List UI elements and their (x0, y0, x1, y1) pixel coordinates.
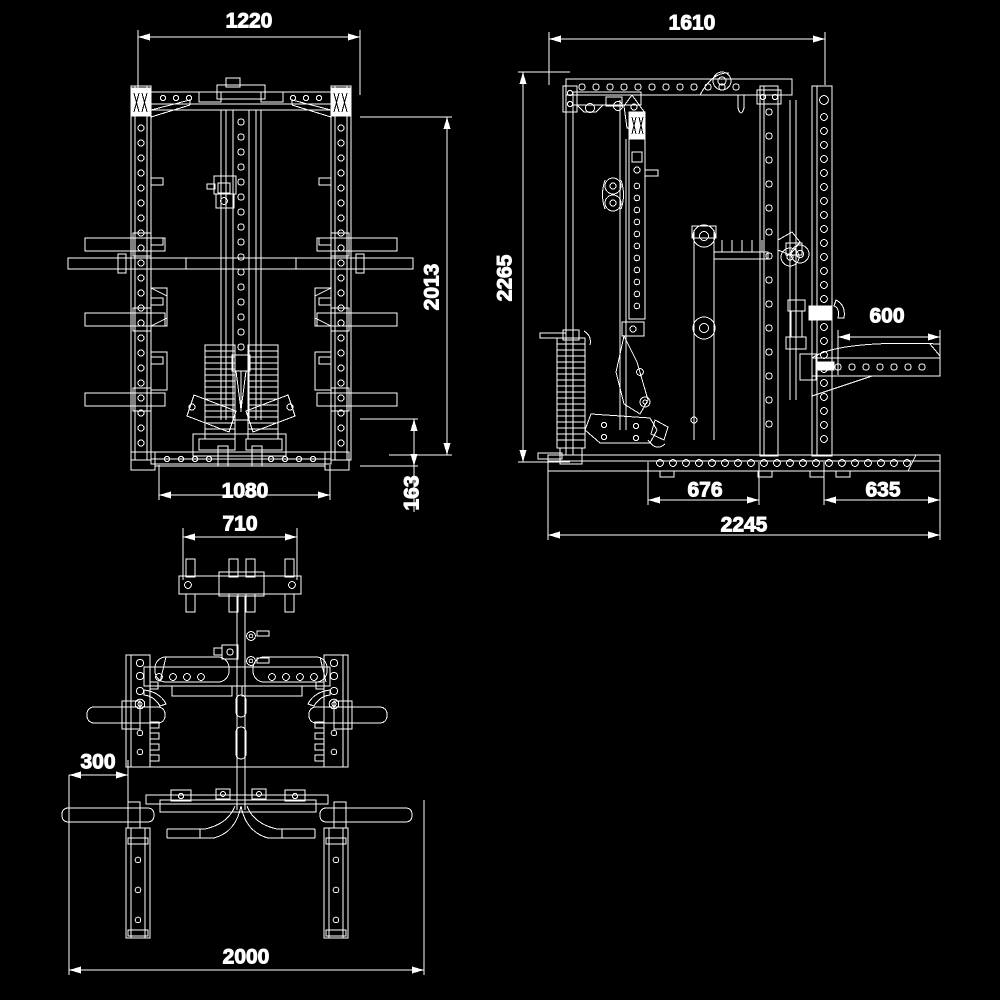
front-view: 1220 1080 2013 163 (67, 9, 452, 512)
side-extension-arm (799, 342, 941, 397)
dim-side-segment-rear (823, 462, 941, 505)
front-base-assembly (130, 433, 350, 471)
top-floor-runners (125, 827, 349, 939)
dim-front-height-overall (360, 116, 452, 456)
dim-side-length-overall (547, 470, 941, 540)
side-mid-pulley-tube (690, 224, 769, 440)
front-plate-horns-upper (84, 232, 398, 257)
top-horn-bars-mid (86, 700, 388, 730)
dim-side-segment-mid (647, 462, 760, 505)
front-smith-rails (206, 109, 262, 421)
side-base-holes (656, 459, 911, 467)
side-weight-stack (537, 329, 591, 465)
front-plate-horns-lower (84, 387, 398, 412)
top-centre-spine (236, 645, 246, 810)
top-geometry (61, 558, 413, 939)
side-geometry (537, 71, 941, 478)
front-weight-stacks (204, 344, 279, 440)
front-jhook-brackets (150, 287, 332, 391)
dim-top-length-overall (68, 780, 425, 975)
dim-label-2245: 2245 (721, 514, 768, 537)
top-right-upright-block (314, 654, 349, 768)
dim-label-1220: 1220 (226, 10, 273, 33)
top-latbar-assembly (178, 558, 302, 660)
dim-label-635: 635 (865, 479, 900, 502)
side-rear-column (756, 85, 782, 457)
side-top-beam (565, 71, 793, 114)
stack-plate-lines (205, 350, 278, 430)
side-upper-bracket (572, 91, 642, 113)
dim-top-bar-width (182, 528, 298, 580)
front-angled-pads (186, 394, 296, 433)
dim-label-2013: 2013 (421, 264, 444, 311)
top-front-rail (143, 666, 331, 707)
dim-label-1610: 1610 (669, 12, 716, 35)
side-rear-column-holes (765, 108, 773, 428)
dim-label-2000: 2000 (223, 946, 270, 969)
dim-front-width-overall (137, 30, 361, 95)
side-rear-cam (777, 100, 810, 400)
side-view: 1610 2265 600 676 (493, 11, 941, 540)
dim-label-2265: 2265 (494, 254, 517, 301)
dim-side-height-overall (518, 71, 570, 463)
front-top-crossbeam (150, 77, 332, 118)
front-geometry (67, 77, 414, 471)
front-right-upright (318, 85, 352, 461)
side-base-rail (547, 454, 941, 478)
top-view: 710 300 2000 (61, 512, 425, 975)
top-left-upright-block (125, 654, 160, 768)
dim-label-710: 710 (222, 513, 257, 536)
dim-label-1080: 1080 (222, 480, 269, 503)
front-barbell (67, 253, 414, 274)
side-rail-holes (633, 182, 641, 310)
dim-label-163: 163 (401, 475, 424, 510)
dim-label-676: 676 (687, 479, 722, 502)
dim-front-height-base (360, 418, 418, 512)
dim-label-600: 600 (869, 305, 904, 328)
side-centre-rail (602, 111, 659, 320)
side-front-column (562, 85, 578, 455)
top-splayed-legs (166, 805, 316, 839)
top-centre-slots (235, 694, 247, 760)
front-centre-strip-holes (237, 118, 245, 351)
dim-label-300: 300 (80, 751, 115, 774)
top-roller-pads (154, 656, 328, 683)
dim-side-frame-width (548, 32, 826, 85)
side-far-right-column (808, 85, 845, 457)
top-mid-rails (150, 766, 324, 796)
dim-front-width-inner (158, 465, 331, 500)
side-stack-plate-lines (557, 343, 585, 441)
front-right-upright-holes (337, 124, 345, 447)
